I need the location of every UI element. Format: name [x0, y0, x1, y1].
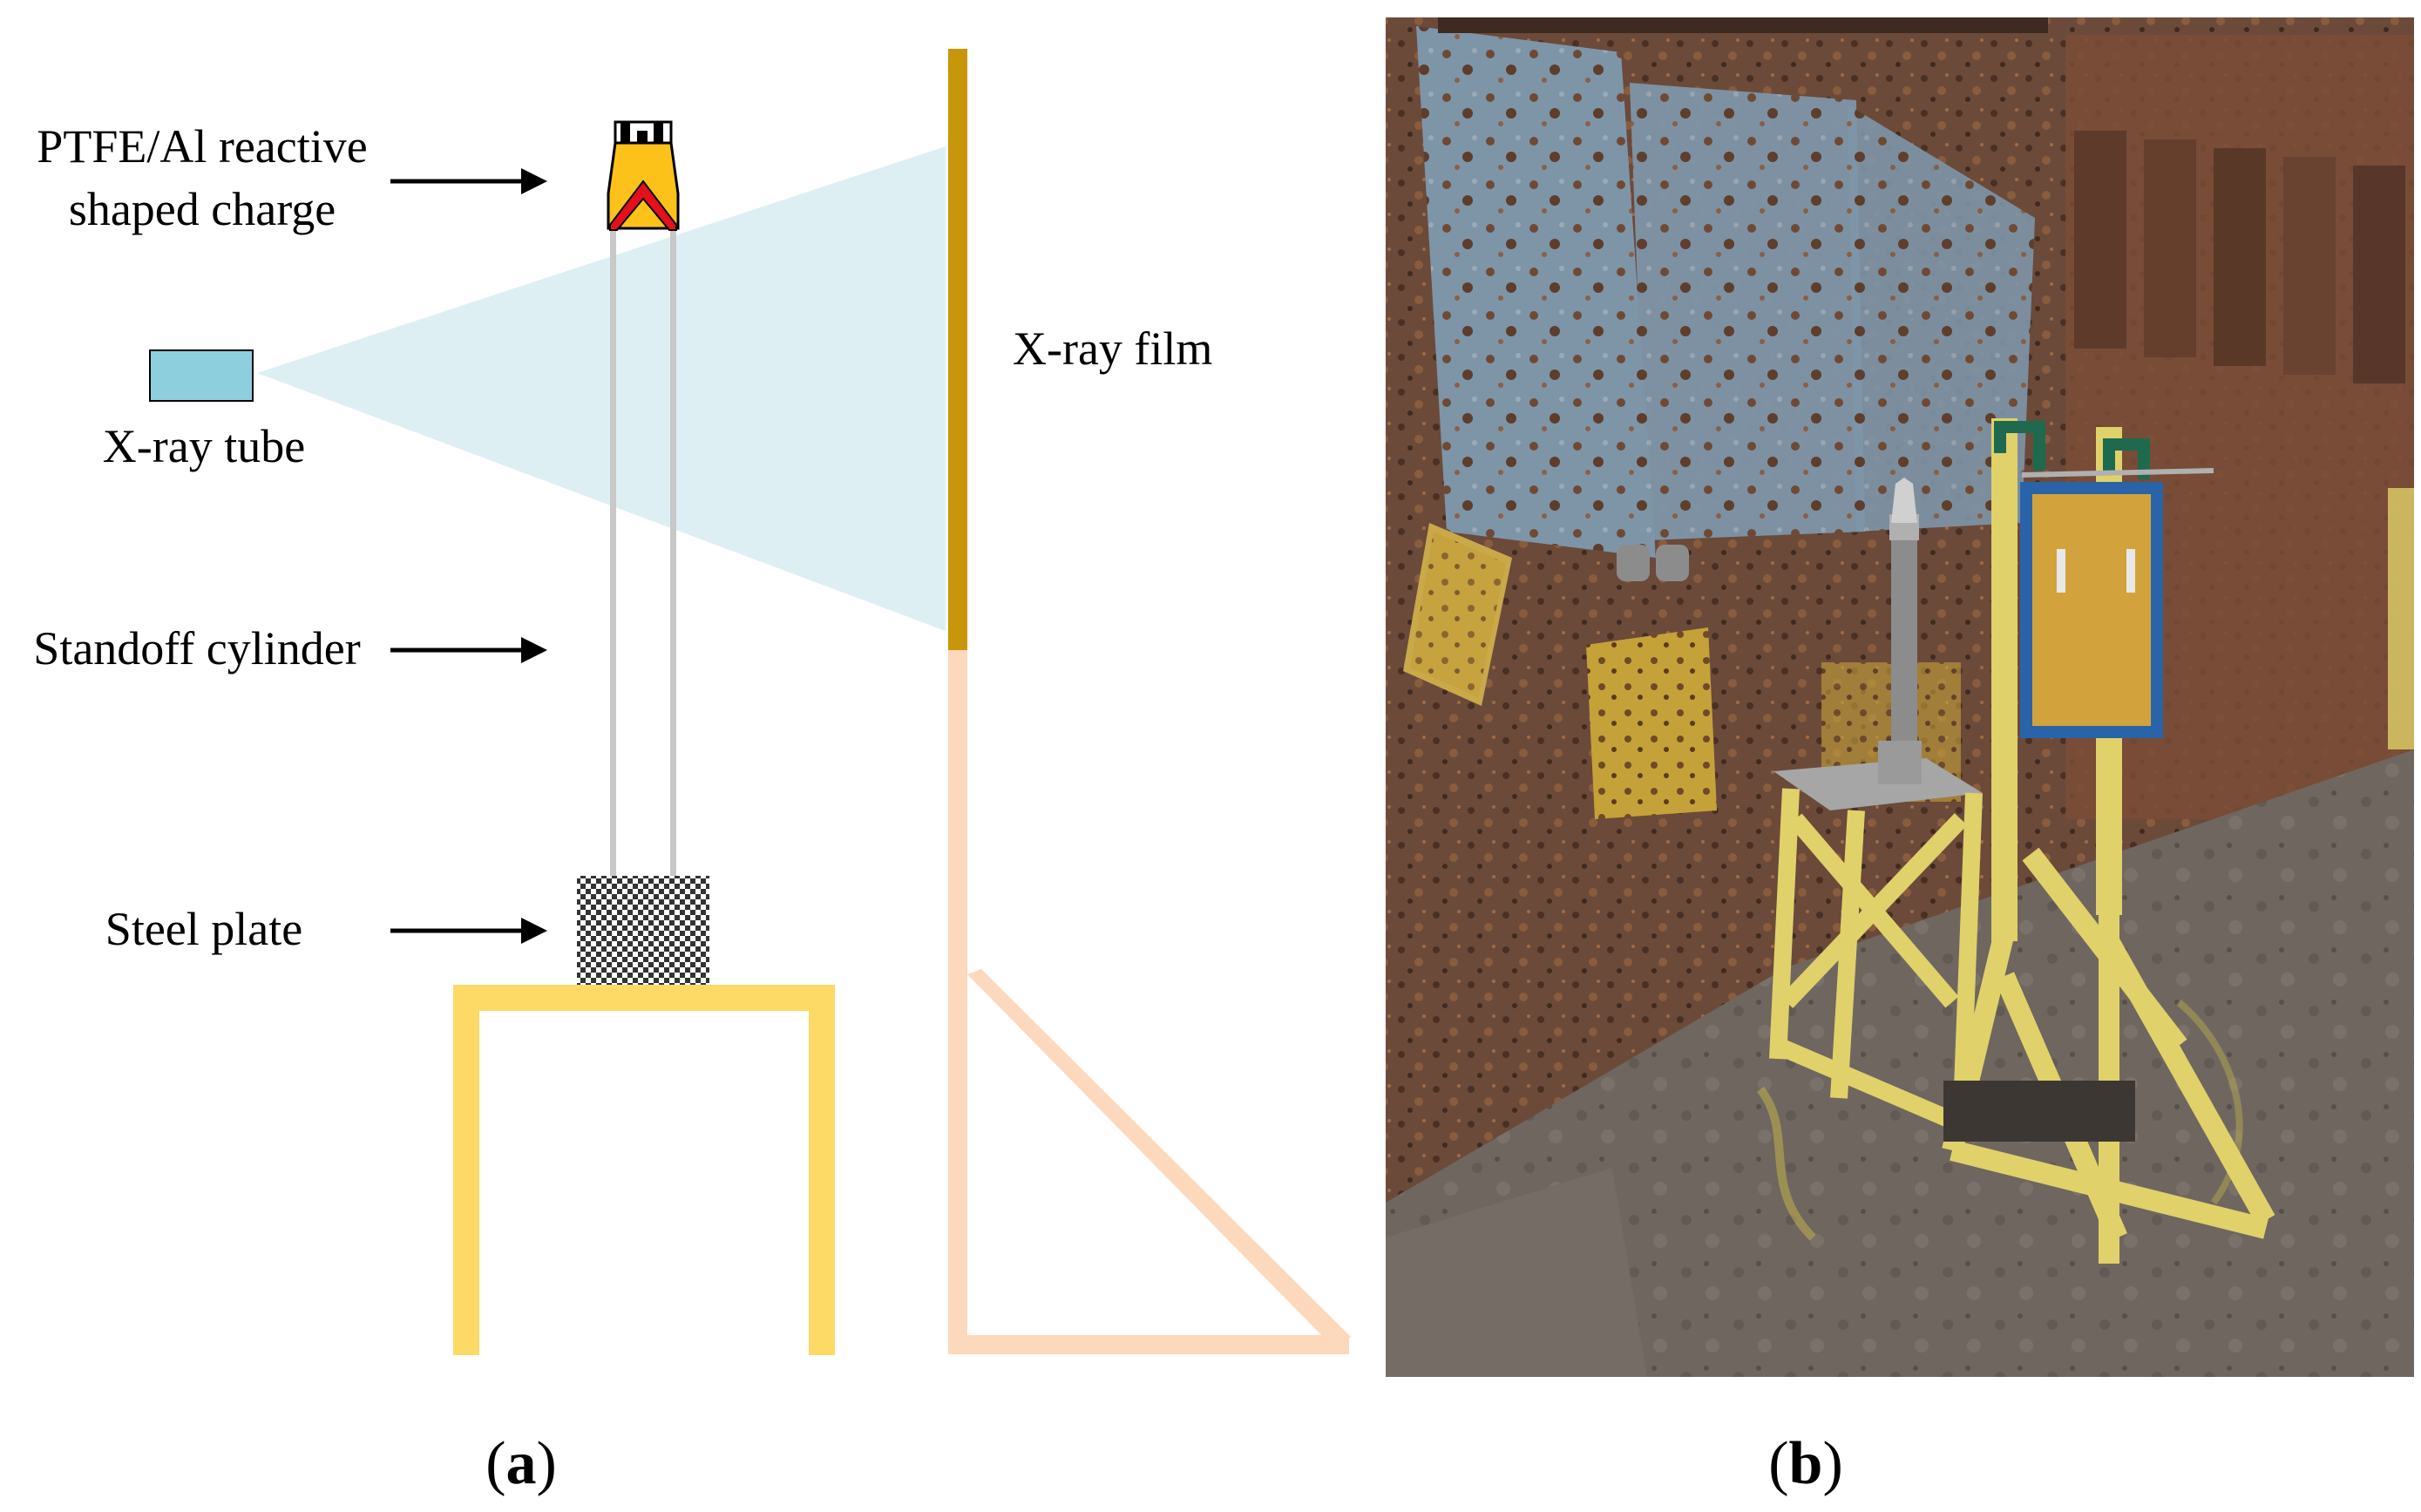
label-charge-line2: shaped charge: [69, 183, 336, 235]
shaped-charge-icon: [607, 120, 680, 231]
label-xray-film: X-ray film: [1013, 322, 1212, 375]
label-xray-tube: X-ray tube: [103, 420, 305, 472]
xray-beam: [257, 146, 946, 631]
film-support-frame: [948, 650, 1351, 1354]
steel-plate: [577, 876, 709, 985]
caption-a: (a): [485, 1430, 557, 1497]
standoff-cylinder: [610, 227, 676, 876]
caption-b: (b): [1768, 1430, 1843, 1497]
panel-a-schematic: PTFE/Al reactive shaped charge X-ray tub…: [33, 49, 1351, 1497]
label-standoff-cylinder: Standoff cylinder: [33, 622, 360, 675]
photograph-experimental-setup: [1386, 17, 2414, 1377]
label-steel-plate: Steel plate: [105, 903, 302, 955]
table: [453, 985, 835, 1355]
xray-film: [948, 49, 967, 650]
label-charge-line1: PTFE/Al reactive: [37, 120, 367, 173]
xray-tube-icon: [149, 349, 254, 402]
